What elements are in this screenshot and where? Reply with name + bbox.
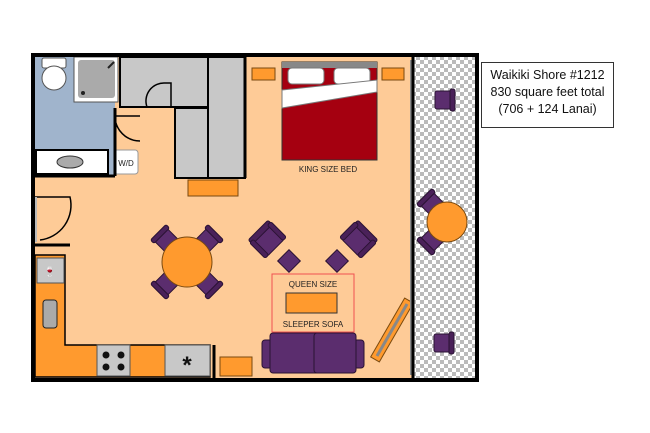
nightstand-left: [251, 67, 276, 81]
walls: [31, 53, 479, 382]
bar-sink-icon: [36, 257, 65, 284]
sofa: [261, 332, 365, 374]
sleeper-label-bottom: SLEEPER SOFA: [283, 320, 344, 329]
svg-text:*: *: [182, 352, 192, 379]
toilet-icon: [41, 57, 67, 91]
dresser: [187, 179, 239, 197]
unit-name: Waikiki Shore #1212: [490, 68, 605, 82]
entry-door[interactable]: [35, 196, 72, 241]
washer-dryer: W/D: [113, 149, 139, 175]
kitchen-sink-icon: [42, 299, 58, 329]
ottoman-left: [276, 248, 302, 274]
closet-small: [174, 107, 209, 179]
closet-hall: [119, 56, 209, 108]
lanai-chair-top: [434, 88, 456, 112]
king-bed: [281, 61, 378, 161]
lanai-table: [426, 201, 468, 243]
stove-icon: [96, 344, 131, 377]
nightstand-right: [381, 67, 405, 81]
washer-dryer-label: W/D: [118, 159, 134, 168]
sleeper-sofa-extent: QUEEN SIZE SLEEPER SOFA: [271, 273, 355, 333]
sleeper-label-top: QUEEN SIZE: [289, 280, 337, 289]
area-breakdown: (706 + 124 Lanai): [498, 102, 597, 116]
side-table: [219, 356, 253, 377]
refrigerator-icon: *: [164, 344, 211, 379]
lanai-chair-bottom: [433, 331, 455, 355]
area-total: 830 square feet total: [490, 85, 605, 99]
dining-table: [149, 223, 225, 301]
shower-icon: [73, 56, 119, 103]
closet-bedroom: [207, 56, 246, 179]
tv-stand: [369, 297, 415, 363]
vanity-sink-icon: [35, 149, 109, 175]
unit-info-box: Waikiki Shore #1212 830 square feet tota…: [481, 62, 614, 128]
bed-label: KING SIZE BED: [299, 165, 357, 174]
ottoman-right: [324, 248, 350, 274]
closet-door[interactable]: [145, 82, 172, 108]
wine-glass-icon: 🍷: [44, 265, 56, 278]
